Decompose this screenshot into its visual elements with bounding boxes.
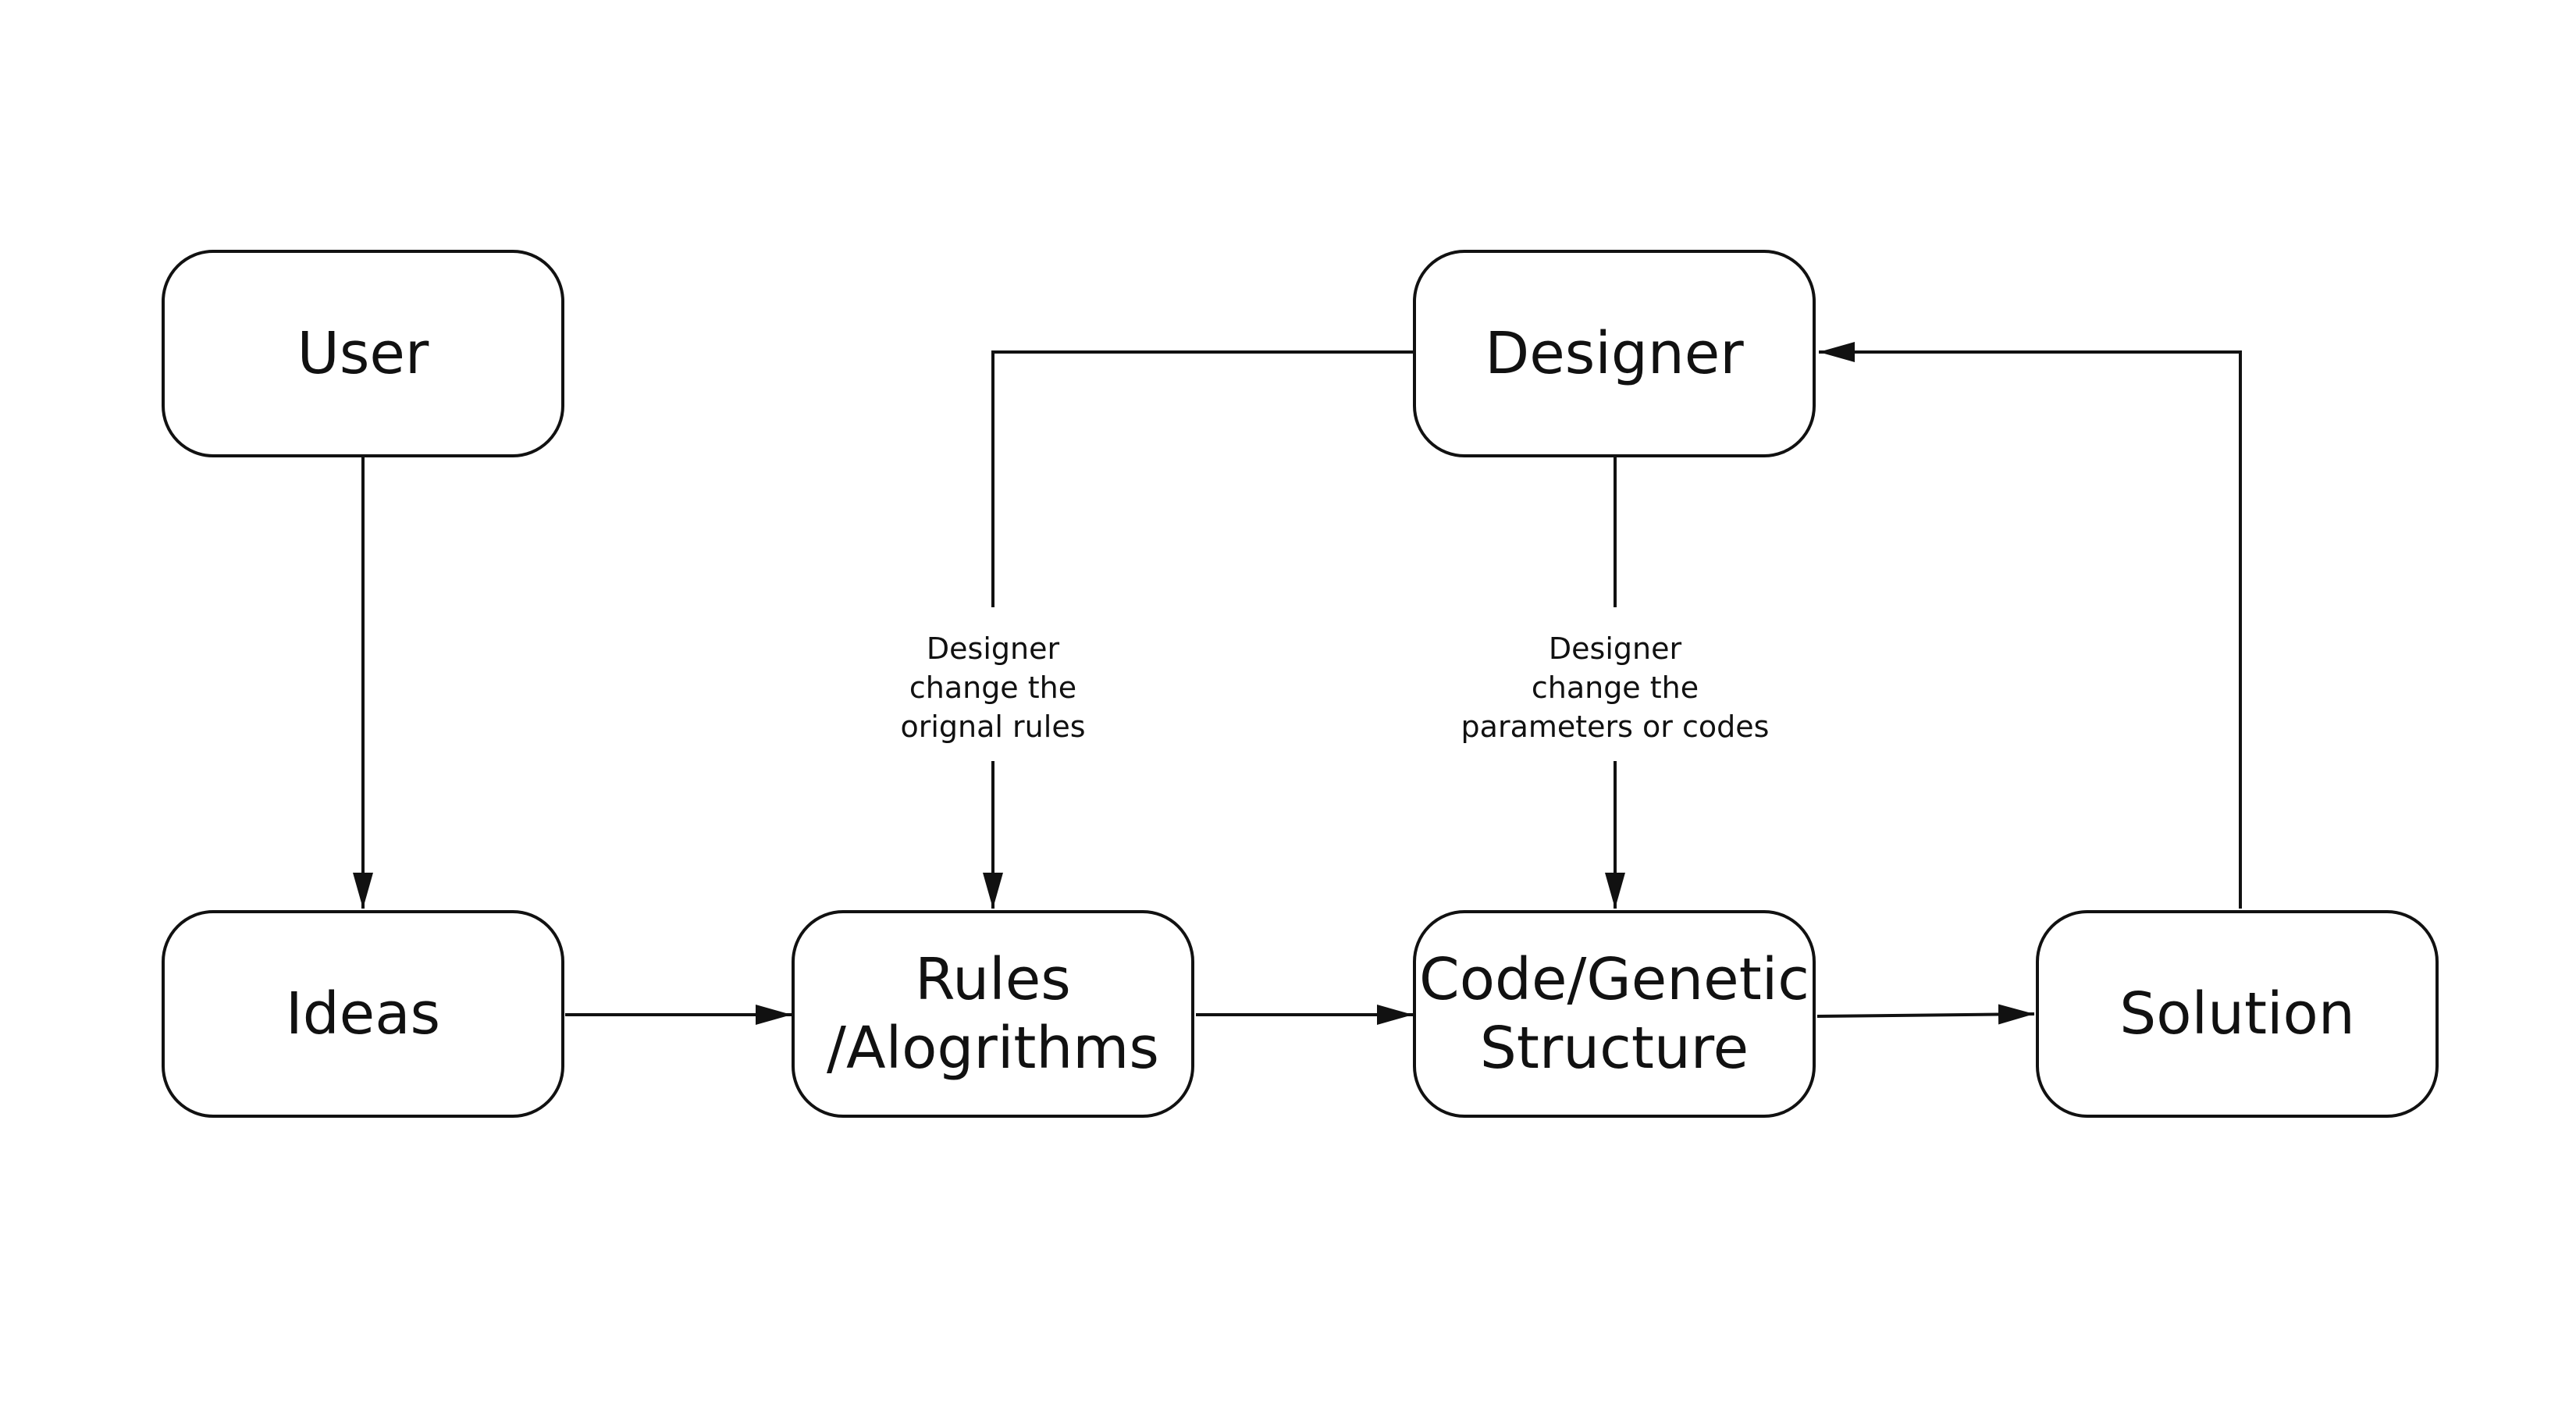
line-designer-to-rules-upper [991,350,1413,607]
ideas-node: Ideas [162,910,564,1118]
edge-label-rules-line1: Designer [926,631,1060,666]
edge-label-designer-to-code: Designer change the parameters or codes [1412,629,1818,746]
ideas-node-label: Ideas [285,980,441,1048]
user-node: User [162,250,564,457]
code-node-line1: Code/Genetic [1419,946,1809,1013]
designer-node: Designer [1413,250,1816,457]
edge-label-code-line3: parameters or codes [1461,710,1770,744]
edge-label-designer-to-rules: Designer change the orignal rules [790,629,1196,746]
code-node: Code/Genetic Structure [1413,910,1816,1118]
rules-node: Rules /Alogrithms [792,910,1194,1118]
solution-node: Solution [2036,910,2439,1118]
arrow-solution-to-designer [1819,342,2242,909]
solution-node-label: Solution [2119,980,2355,1048]
user-node-label: User [297,320,429,387]
edge-label-rules-line2: change the [909,670,1077,705]
edge-label-rules-line3: orignal rules [900,710,1086,744]
edge-label-code-line2: change the [1531,670,1699,705]
arrow-code-to-solution [1816,1004,2035,1025]
rules-node-line1: Rules [915,946,1071,1013]
rules-node-line2: /Alogrithms [827,1015,1159,1082]
code-node-line2: Structure [1479,1015,1749,1082]
edge-label-code-line1: Designer [1548,631,1682,666]
designer-node-label: Designer [1485,320,1744,387]
